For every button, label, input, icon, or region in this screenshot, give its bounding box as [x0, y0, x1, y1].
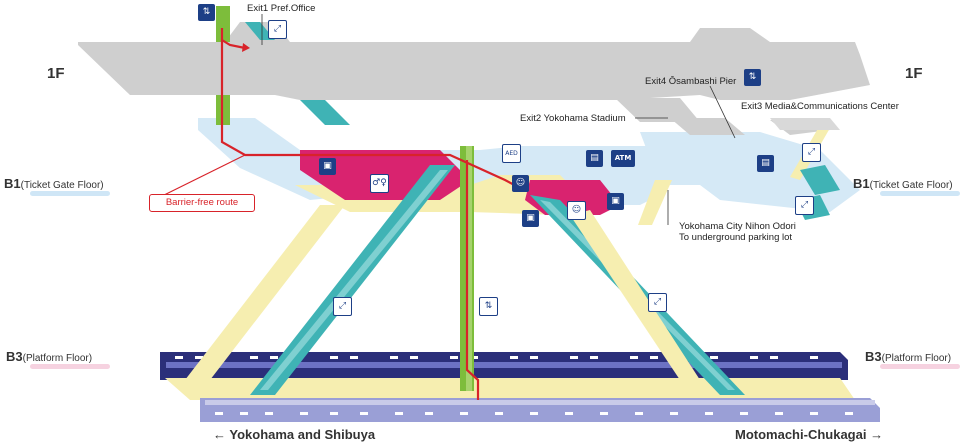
floor-b1-left: B1(Ticket Gate Floor)	[4, 176, 104, 191]
floor-b1-right-sub: (Ticket Gate Floor)	[869, 180, 953, 191]
floor-b3-right-main: B3	[865, 349, 882, 364]
aed-icon: AED	[502, 144, 521, 163]
floor-b3-right: B3(Platform Floor)	[865, 349, 951, 364]
barrier-free-route-label: Barrier-free route	[149, 194, 255, 212]
f1-slab	[78, 22, 870, 135]
leader-lines	[261, 14, 736, 225]
locker-icon: ▤	[586, 150, 603, 167]
exit2-label: Exit2 Yokohama Stadium	[520, 113, 626, 124]
atm-icon: ATM	[611, 150, 635, 167]
exit3-label: Exit3 Media&Communications Center	[741, 101, 899, 112]
floor-b1-right-main: B1	[853, 176, 870, 191]
exit1-label: Exit1 Pref.Office	[247, 3, 316, 14]
parking-label-line2: To underground parking lot	[679, 232, 793, 243]
floor-1f-right: 1F	[905, 65, 923, 82]
floor-b3-right-sub: (Platform Floor)	[881, 353, 952, 364]
escalator-icon: ⤢	[648, 293, 667, 312]
ticket-machine-icon: ▣	[522, 210, 539, 227]
floor-b3-left-main: B3	[6, 349, 23, 364]
ticket-machine-icon: ▣	[319, 158, 336, 175]
escalator-icon: ⤢	[802, 143, 821, 162]
floor-b1-left-main: B1	[4, 176, 21, 191]
stairs	[185, 205, 700, 380]
direction-left: ← Yokohama and Shibuya	[213, 427, 376, 442]
direction-right: Motomachi-Chukagai →	[735, 427, 884, 442]
locker-icon: ▤	[757, 155, 774, 172]
atm-text: ATM	[614, 154, 632, 162]
b3-left-underline	[30, 364, 110, 369]
parking-label-line1: Yokohama City Nihon Odori	[679, 221, 796, 232]
floor-1f-left: 1F	[47, 65, 65, 82]
route-arrow	[242, 43, 250, 52]
elevator-icon: ⇅	[744, 69, 761, 86]
escalator-icon: ⤢	[795, 196, 814, 215]
floor-b1-right: B1(Ticket Gate Floor)	[853, 176, 953, 191]
floor-b3-left-sub: (Platform Floor)	[22, 353, 93, 364]
aed-text: AED	[505, 150, 518, 157]
escalator-icon: ⤢	[268, 20, 287, 39]
b3-right-underline	[880, 364, 960, 369]
restroom-icon: ♂♀	[370, 174, 389, 193]
floor-b3-left: B3(Platform Floor)	[6, 349, 92, 364]
escalator-icon: ⤢	[333, 297, 352, 316]
ticket-machine-icon: ▣	[607, 193, 624, 210]
station-staff-icon: ☺	[512, 175, 529, 192]
floor-b1-left-sub: (Ticket Gate Floor)	[20, 180, 104, 191]
b1-right-underline	[880, 191, 960, 196]
elevator-icon: ⇅	[198, 4, 215, 21]
elevator-icon: ⇅	[479, 297, 498, 316]
exit4-label: Exit4 Ōsambashi Pier	[645, 76, 737, 87]
b1-left-underline	[30, 191, 110, 196]
station-office-icon: ☺	[567, 201, 586, 220]
